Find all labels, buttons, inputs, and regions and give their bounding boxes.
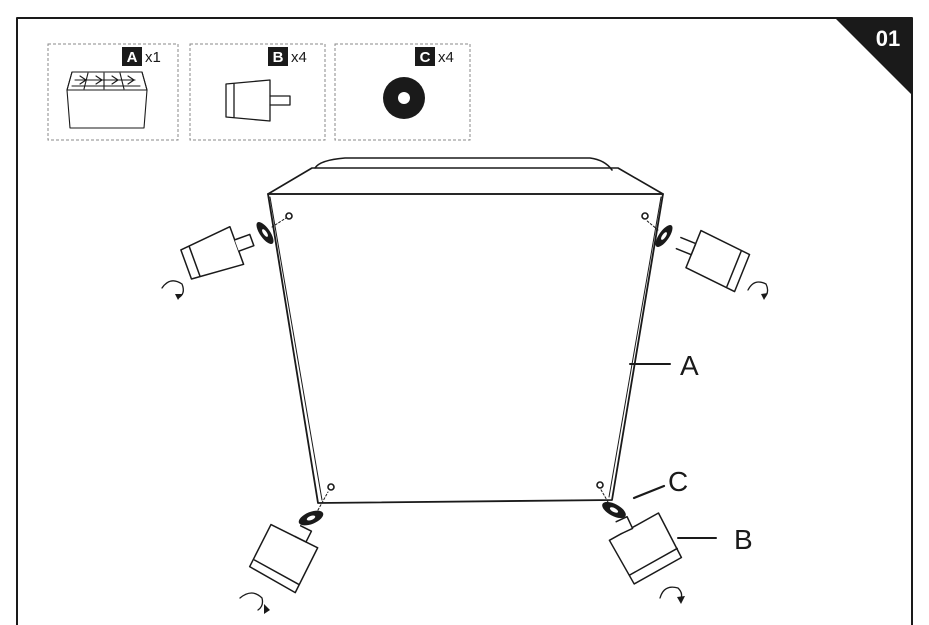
leg-icon [225, 79, 291, 122]
part-c-box: C x4 [334, 43, 471, 141]
callout-c-label: C [668, 466, 688, 497]
page-frame [16, 17, 913, 625]
step-number: 01 [876, 26, 900, 51]
washer-icon [383, 77, 425, 119]
callout-a-label: A [680, 350, 699, 381]
rotate-arrow-icon [239, 592, 264, 611]
part-b-qty: x4 [291, 49, 307, 66]
leg-top-left [161, 217, 287, 300]
ottoman-icon [66, 71, 148, 129]
leg-top-right [645, 219, 769, 300]
part-b-letter: B [273, 49, 284, 66]
callout-b: B [677, 524, 753, 555]
part-a-letter: A [127, 49, 138, 66]
part-a-qty: x1 [145, 49, 161, 66]
rotate-arrow-icon [161, 280, 184, 299]
ottoman-body [267, 157, 664, 504]
callout-b-label: B [734, 524, 753, 555]
part-c-qty: x4 [438, 49, 454, 66]
leg-bottom-left [239, 491, 329, 614]
step-badge: 01 [835, 18, 912, 95]
callout-c: C [632, 466, 688, 500]
leg-bottom-right [599, 487, 685, 604]
parts-list: A x1 B x4 [47, 43, 471, 141]
part-a-box: A x1 [47, 43, 179, 141]
part-b-box: B x4 [189, 43, 326, 141]
part-c-letter: C [420, 49, 431, 66]
callout-a: A [629, 350, 699, 381]
